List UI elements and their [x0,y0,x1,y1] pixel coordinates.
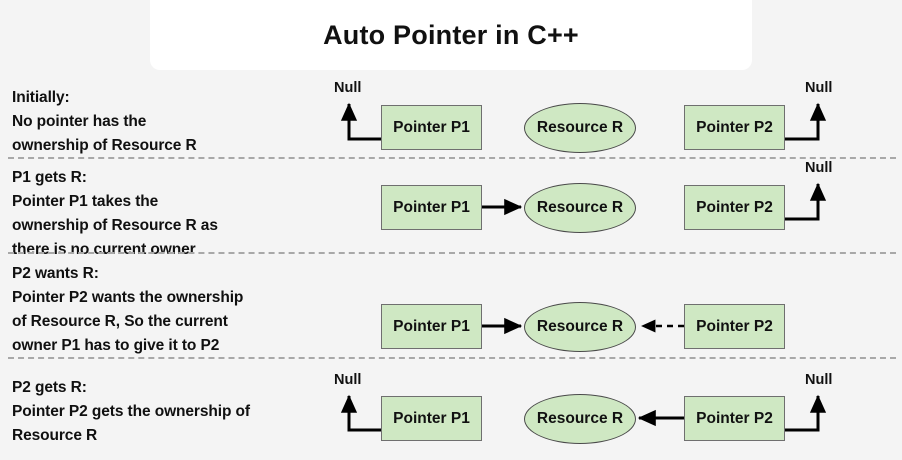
row-divider-1 [8,157,896,159]
pointer-p2-box-row4[interactable]: Pointer P2 [684,396,785,441]
null-arrow-p2-row4 [785,394,827,432]
page-title: Auto Pointer in C++ [323,19,579,50]
resource-r-ellipse-row1[interactable]: Resource R [524,103,636,153]
pointer-p2-box-row3[interactable]: Pointer P2 [684,304,785,349]
pointer-p2-box-row1[interactable]: Pointer P2 [684,105,785,150]
pointer-p1-box-row1[interactable]: Pointer P1 [381,105,482,150]
row-description-p1-gets-r: P1 gets R: Pointer P1 takes the ownershi… [12,169,218,258]
null-arrow-p2-row2 [785,182,827,221]
title-card: Auto Pointer in C++ [150,0,752,70]
row-divider-3 [8,357,896,359]
null-arrow-p1-row4 [340,394,381,432]
pointer-p2-box-row2[interactable]: Pointer P2 [684,185,785,230]
row-description-p2-wants-r: P2 wants R: Pointer P2 wants the ownersh… [12,265,244,354]
pointer-p1-box-row4[interactable]: Pointer P1 [381,396,482,441]
null-arrow-p2-row1 [785,102,827,141]
resource-r-ellipse-row2[interactable]: Resource R [524,183,636,233]
resource-r-ellipse-row4[interactable]: Resource R [524,394,636,444]
null-label-p2-row2: Null [805,160,833,176]
null-label-p1-row4: Null [334,372,362,388]
null-label-p1-row1: Null [334,80,362,96]
null-label-p2-row1: Null [805,80,833,96]
row-description-initially: Initially: No pointer has the ownership … [12,89,197,154]
null-arrow-p1-row1 [340,102,381,141]
row-divider-2 [8,252,896,254]
null-label-p2-row4: Null [805,372,833,388]
row-description-p2-gets-r: P2 gets R: Pointer P2 gets the ownership… [12,379,250,444]
pointer-p1-box-row2[interactable]: Pointer P1 [381,185,482,230]
pointer-p1-box-row3[interactable]: Pointer P1 [381,304,482,349]
resource-r-ellipse-row3[interactable]: Resource R [524,302,636,352]
